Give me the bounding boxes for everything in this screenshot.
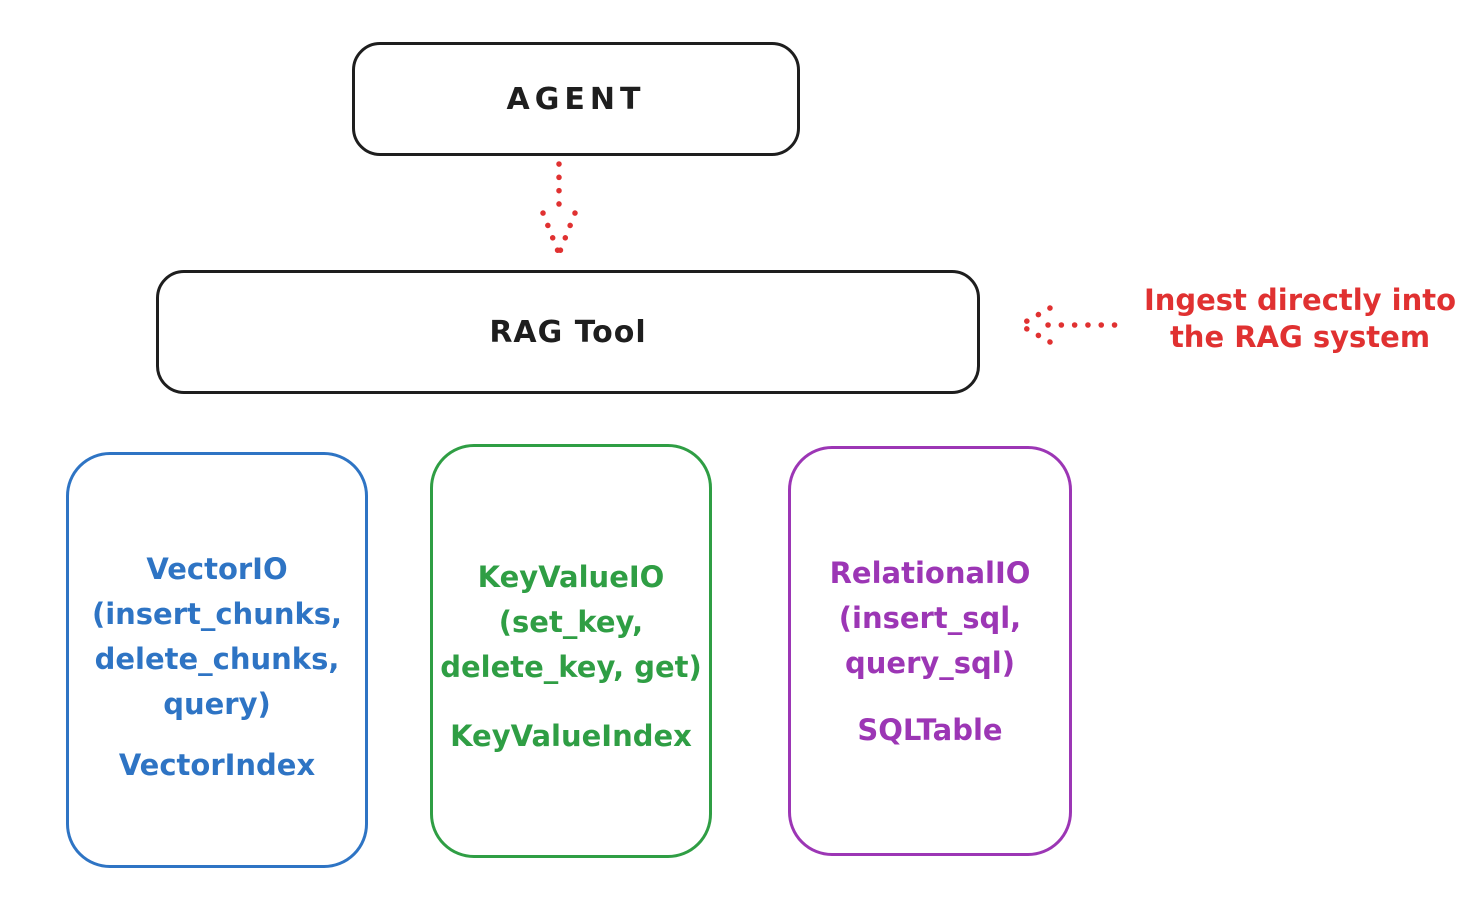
backend-card-keyvalue-io: KeyValueIO (set_key, delete_key, get) Ke…: [430, 444, 712, 858]
dotted-arrow-down-icon: [540, 161, 578, 257]
backend-method-line: delete_key, get): [440, 650, 702, 684]
backend-index-label: KeyValueIndex: [450, 719, 692, 753]
backend-method-line: KeyValueIO: [477, 560, 665, 594]
rag-tool-node: RAG Tool: [156, 270, 980, 394]
backend-method-line: (insert_sql,: [838, 601, 1022, 635]
rag-tool-node-label: RAG Tool: [489, 314, 647, 350]
backend-card-relational-io: RelationalIO (insert_sql, query_sql) SQL…: [788, 446, 1072, 856]
ingest-annotation-line2: the RAG system: [1169, 320, 1431, 354]
backend-method-line: query_sql): [845, 646, 1015, 680]
backend-method-line: RelationalIO: [829, 556, 1031, 590]
backend-method-line: delete_chunks,: [94, 642, 340, 676]
backend-method-line: VectorIO: [146, 552, 288, 586]
dotted-arrow-left-icon: [1017, 305, 1119, 345]
backend-method-line: query): [163, 687, 271, 721]
backend-card-vector-io: VectorIO (insert_chunks, delete_chunks, …: [66, 452, 368, 868]
backend-index-label: SQLTable: [857, 713, 1003, 747]
ingest-annotation-line1: Ingest directly into: [1143, 283, 1457, 317]
agent-node-label: AGENT: [506, 81, 646, 117]
agent-node: AGENT: [352, 42, 800, 156]
backend-index-label: VectorIndex: [118, 748, 316, 782]
backend-method-line: (insert_chunks,: [91, 597, 343, 631]
ingest-annotation: Ingest directly into the RAG system: [1120, 282, 1480, 356]
backend-method-line: (set_key,: [498, 605, 644, 639]
